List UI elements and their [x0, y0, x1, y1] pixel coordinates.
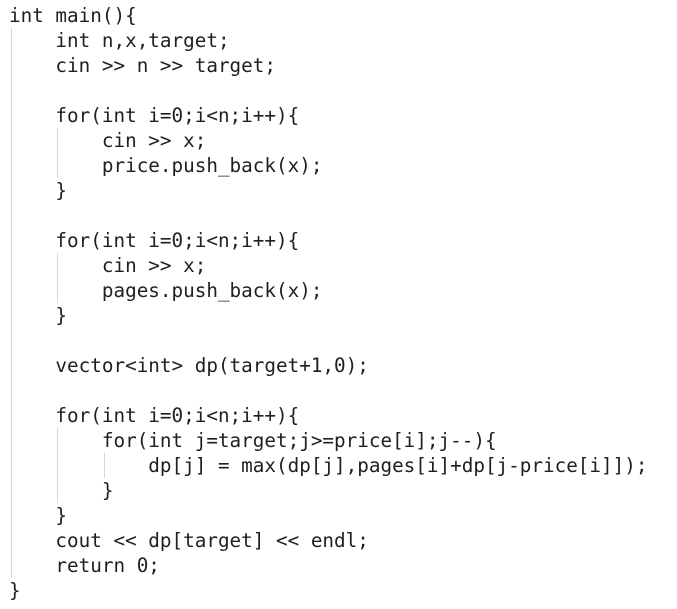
indent-guide	[57, 428, 58, 503]
code-line: int n,x,target;	[9, 29, 230, 52]
code-line: for(int i=0;i<n;i++){	[9, 104, 300, 127]
code-line: return 0;	[9, 554, 160, 577]
indent-guide	[57, 253, 58, 303]
code-line: dp[j] = max(dp[j],pages[i]+dp[j-price[i]…	[9, 454, 648, 477]
code-line: }	[9, 179, 68, 202]
code-line: vector<int> dp(target+1,0);	[9, 354, 369, 377]
code-line: }	[9, 304, 68, 327]
code-line: cout << dp[target] << endl;	[9, 529, 369, 552]
code-line: for(int j=target;j>=price[i];j--){	[9, 429, 497, 452]
code-line: }	[9, 579, 21, 602]
code-line: }	[9, 479, 114, 502]
code-line	[9, 328, 647, 353]
code-line: price.push_back(x);	[9, 154, 323, 177]
code-line: }	[9, 504, 68, 527]
code-line: cin >> n >> target;	[9, 54, 276, 77]
code-line: cin >> x;	[9, 129, 207, 152]
indent-guide	[11, 28, 12, 578]
code-line	[9, 378, 647, 403]
code-line: cin >> x;	[9, 254, 207, 277]
code-line	[9, 203, 647, 228]
code-line: for(int i=0;i<n;i++){	[9, 404, 300, 427]
code-line: int main(){	[9, 4, 137, 27]
indent-guide	[104, 453, 105, 478]
code-line: pages.push_back(x);	[9, 279, 323, 302]
code-line: for(int i=0;i<n;i++){	[9, 229, 300, 252]
code-lines: int main(){ int n,x,target; cin >> n >> …	[9, 3, 647, 603]
indent-guide	[57, 128, 58, 178]
code-line	[9, 78, 647, 103]
